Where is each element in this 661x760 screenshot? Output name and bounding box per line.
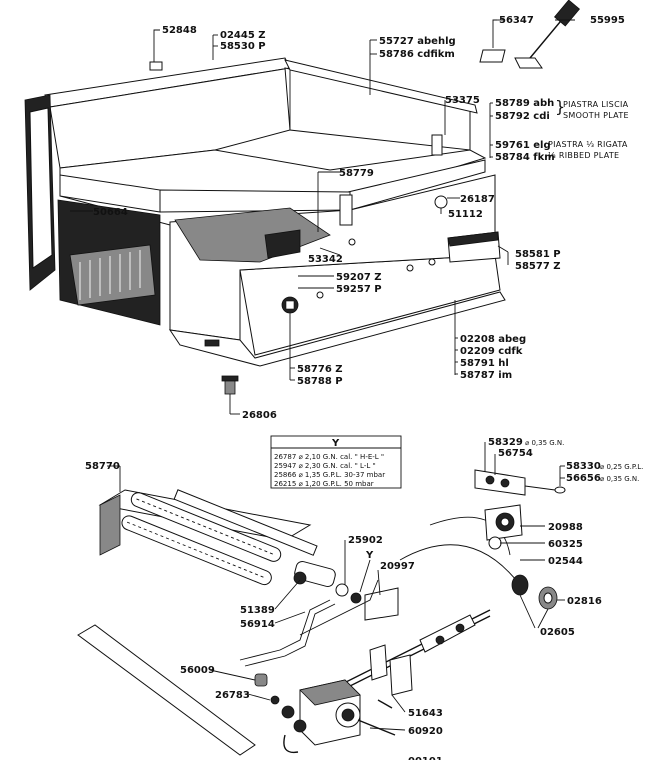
caption-smooth-en: SMOOTH PLATE	[563, 111, 629, 120]
label-58329: 58329	[488, 437, 523, 448]
injector-row: 25947 ⌀ 2,30 G.N. cal. " L-L "	[274, 462, 376, 470]
label-Y: Y	[365, 550, 374, 561]
label-51643: 51643	[408, 708, 443, 719]
label-02816: 02816	[567, 596, 602, 607]
label-59257: 59257 P	[336, 284, 382, 295]
part-26187-plug	[434, 195, 448, 209]
part-58779-bracket	[339, 194, 353, 226]
label-20988: 20988	[548, 522, 583, 533]
injector-row: 25866 ⌀ 1,35 G.P.L. 30-37 mbar	[274, 471, 385, 479]
label-58789: 58789 abh	[495, 98, 554, 109]
label-56347: 56347	[499, 15, 534, 26]
label-58330: 58330	[566, 461, 601, 472]
label-58770: 58770	[85, 461, 120, 472]
label-56009: 56009	[180, 665, 215, 676]
label-51112: 51112	[448, 209, 483, 220]
caption-ribbed-it: PIASTRA ⅓ RIGATA	[548, 140, 628, 149]
label-56914: 56914	[240, 619, 275, 630]
part-53375-clip	[431, 134, 443, 156]
part-58581-handle	[447, 231, 501, 263]
scraper-tool	[479, 0, 580, 69]
label-20997: 20997	[380, 561, 415, 572]
label-25902: 25902	[348, 535, 383, 546]
label-58784: 58784 fkm	[495, 152, 555, 163]
label-56754: 56754	[498, 448, 533, 459]
note-58329: ⌀ 0,35 G.N.	[525, 439, 564, 447]
caption-ribbed-en: ⅓ RIBBED PLATE	[548, 151, 619, 160]
injector-table: Y 26787 ⌀ 2,10 G.N. cal. " H-E-L " 25947…	[270, 435, 402, 489]
label-02209: 02209 cdfk	[460, 346, 523, 357]
label-58788: 58788 P	[297, 376, 343, 387]
label-58577: 58577 Z	[515, 261, 561, 272]
lower-leader-lines	[107, 442, 565, 731]
note-58330: ⌀ 0,25 G.P.L.	[600, 463, 643, 471]
note-56656: ⌀ 0,35 G.N.	[600, 475, 639, 483]
label-60920: 60920	[408, 726, 443, 737]
part-26806-screw	[221, 375, 239, 395]
gas-valve-block	[281, 679, 396, 754]
label-02208: 02208 abeg	[460, 334, 526, 345]
injector-row: 26215 ⌀ 1,20 G.P.L. 50 mbar	[274, 480, 374, 488]
label-26783: 26783	[215, 690, 250, 701]
label-58581: 58581 P	[515, 249, 561, 260]
label-58779: 58779	[339, 168, 374, 179]
label-58791: 58791 hl	[460, 358, 509, 369]
burner-assembly	[77, 469, 566, 756]
label-cut-off: 00101	[408, 756, 443, 760]
label-58792: 58792 cdi	[495, 111, 550, 122]
label-02445: 02445 Z	[220, 30, 266, 41]
upper-leader-lines	[70, 19, 575, 415]
label-60325: 60325	[548, 539, 583, 550]
label-26187: 26187	[460, 194, 495, 205]
label-02605: 02605	[540, 627, 575, 638]
part-52848-clip	[149, 29, 163, 71]
injector-table-header: Y	[331, 438, 340, 449]
burner-fins	[79, 250, 141, 300]
svg-text:}: }	[555, 97, 565, 116]
label-51389: 51389	[240, 605, 275, 616]
label-55727: 55727 abehlg	[379, 36, 456, 47]
label-59207: 59207 Z	[336, 272, 382, 283]
label-02544: 02544	[548, 556, 583, 567]
label-58776: 58776 Z	[297, 364, 343, 375]
label-50664: 50664	[93, 207, 128, 218]
label-58787: 58787 im	[460, 370, 512, 381]
caption-smooth-it: PIASTRA LISCIA	[563, 100, 629, 109]
label-59761: 59761 elg	[495, 140, 551, 151]
label-56656: 56656	[566, 473, 601, 484]
label-52848: 52848	[162, 25, 197, 36]
label-53375: 53375	[445, 95, 480, 106]
label-26806: 26806	[242, 410, 277, 421]
control-knob-02816	[511, 574, 558, 610]
label-58530: 58530 P	[220, 41, 266, 52]
label-53342: 53342	[308, 254, 343, 265]
injector-row: 26787 ⌀ 2,10 G.N. cal. " H-E-L "	[274, 453, 384, 461]
griddle-body	[24, 57, 506, 367]
label-58786: 58786 cdfikm	[379, 49, 455, 60]
label-55995: 55995	[590, 15, 625, 26]
